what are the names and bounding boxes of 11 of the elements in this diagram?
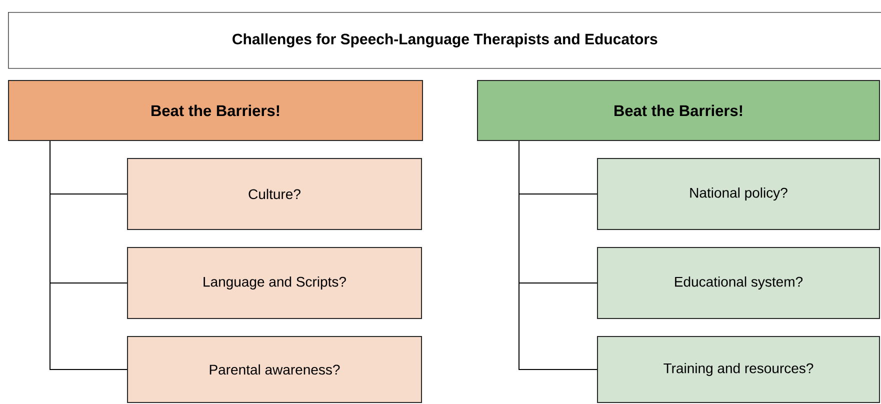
item-box: Educational system? (597, 247, 880, 319)
category-header: Beat the Barriers! (8, 80, 423, 141)
title-box: Challenges for Speech-Language Therapists and Educators (8, 12, 881, 69)
item-box: Culture? (127, 158, 422, 230)
item-box: Parental awareness? (127, 336, 422, 403)
category-header: Beat the Barriers! (477, 80, 880, 141)
connector-line (50, 140, 128, 370)
item-box: Language and Scripts? (127, 247, 422, 319)
item-box: National policy? (597, 158, 880, 230)
item-box: Training and resources? (597, 336, 880, 403)
connector-line (518, 140, 598, 370)
